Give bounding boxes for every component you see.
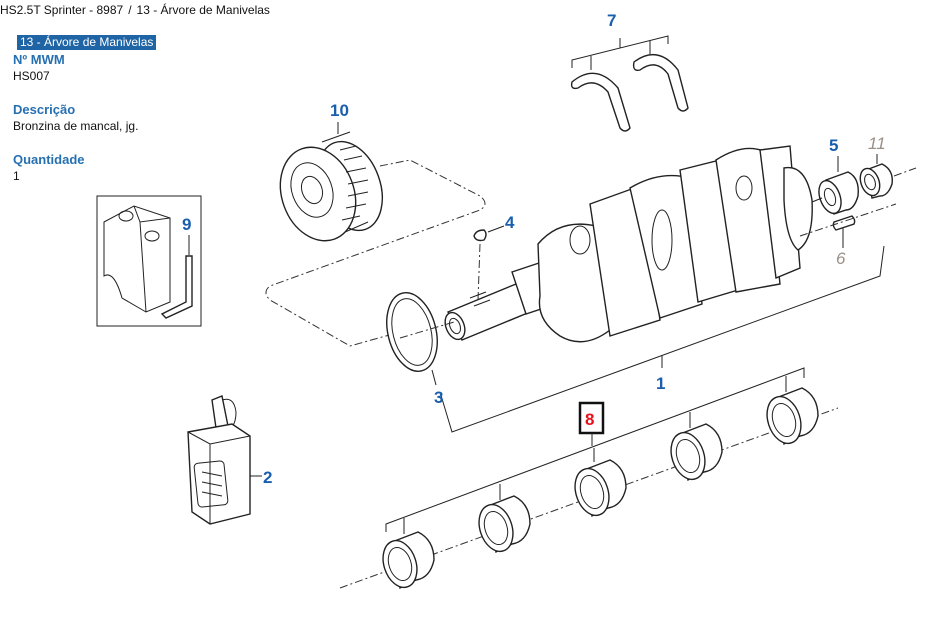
callout-8[interactable]: 8	[585, 410, 594, 429]
part-6-dowel-pin[interactable]	[799, 203, 897, 248]
part-2-sealant-bottle[interactable]	[187, 395, 262, 525]
quantity-value: 1	[13, 169, 20, 183]
quantity-label: Quantidade	[13, 152, 85, 167]
main-bearing-shell	[574, 459, 627, 518]
description-value: Bronzina de mancal, jg.	[13, 119, 139, 133]
main-bearing-shell	[478, 495, 531, 554]
breadcrumb-item-section[interactable]: 13 - Árvore de Manivelas	[136, 3, 270, 17]
main-bearing-shell	[670, 423, 723, 482]
part-number-value: HS007	[13, 69, 50, 83]
callout-4[interactable]: 4	[505, 213, 515, 232]
breadcrumb: HS2.5T Sprinter - 8987 / 13 - Árvore de Ma…	[0, 3, 270, 17]
callout-5[interactable]: 5	[829, 136, 838, 155]
part-1-crankshaft[interactable]	[399, 145, 885, 433]
callout-11[interactable]: 11	[868, 134, 886, 153]
part-number-label: Nº MWM	[13, 52, 65, 67]
part-details: Nº MWM HS007 Descrição Bronzina de manca…	[13, 52, 253, 202]
part-10-timing-pulley[interactable]	[268, 122, 394, 251]
part-9-tool-kit[interactable]	[96, 195, 202, 327]
part-3-seal-ring[interactable]	[379, 287, 445, 386]
breadcrumb-separator: /	[128, 3, 132, 17]
main-bearing-shell	[382, 531, 435, 590]
callout-2[interactable]: 2	[263, 468, 272, 487]
description-label: Descrição	[13, 102, 76, 117]
part-5-bushing[interactable]	[811, 156, 859, 216]
callout-7[interactable]: 7	[607, 11, 616, 30]
main-bearing-shell	[766, 387, 819, 446]
callout-1[interactable]: 1	[656, 374, 665, 393]
callout-9[interactable]: 9	[182, 215, 191, 234]
callout-6[interactable]: 6	[836, 249, 846, 268]
part-7-thrust-washers[interactable]	[570, 35, 689, 132]
part-11-pilot-bearing[interactable]	[857, 154, 917, 199]
callout-3[interactable]: 3	[434, 388, 443, 407]
callout-10[interactable]: 10	[330, 101, 349, 120]
part-10-group-outline	[265, 159, 486, 347]
part-4-woodruff-key[interactable]	[473, 225, 505, 301]
breadcrumb-item-model[interactable]: HS2.5T Sprinter - 8987	[0, 3, 124, 17]
section-tag: 13 - Árvore de Manivelas	[17, 35, 157, 50]
part-8-main-bearings[interactable]	[339, 367, 839, 592]
